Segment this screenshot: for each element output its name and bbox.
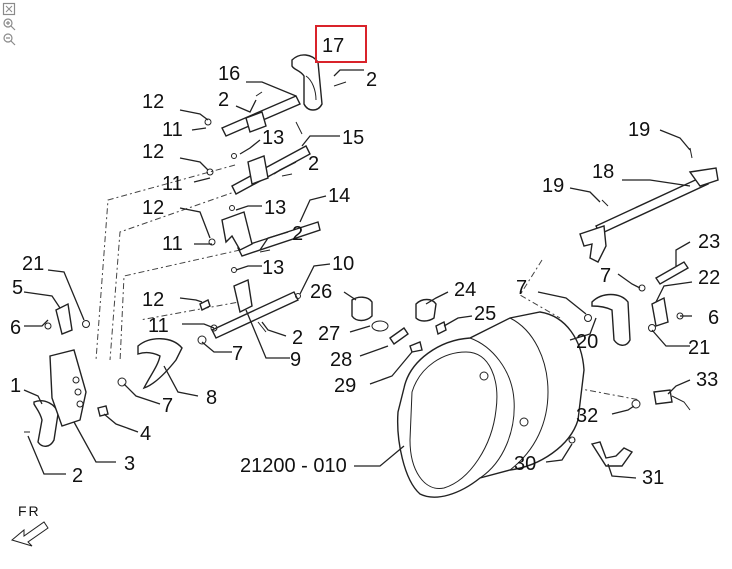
callout-5[interactable]: 5 <box>12 277 23 299</box>
callout-4[interactable]: 4 <box>140 423 151 445</box>
callout-16[interactable]: 16 <box>218 63 240 85</box>
callout-18[interactable]: 18 <box>592 161 614 183</box>
callout-11[interactable]: 11 <box>162 173 183 195</box>
callout-19[interactable]: 19 <box>542 175 564 197</box>
selector-bracket-10 <box>233 279 253 314</box>
callout-12[interactable]: 12 <box>142 197 164 219</box>
callout-9[interactable]: 9 <box>290 349 301 371</box>
transmission-housing-21200 <box>396 311 585 498</box>
callout-7[interactable]: 7 <box>516 277 527 299</box>
callout-labels[interactable]: 17 16 2 12 2 11 13 15 12 2 11 14 12 13 2… <box>10 35 720 489</box>
callout-29[interactable]: 29 <box>334 375 356 397</box>
callout-2[interactable]: 2 <box>292 327 303 349</box>
callout-12[interactable]: 12 <box>142 141 164 163</box>
callout-21[interactable]: 21 <box>22 253 44 275</box>
fit-page-icon[interactable] <box>2 2 16 16</box>
lever-22 <box>651 296 669 327</box>
callout-13[interactable]: 13 <box>262 127 284 149</box>
callout-13[interactable]: 13 <box>264 197 286 219</box>
callout-14[interactable]: 14 <box>328 185 350 207</box>
selected-part-highlight <box>315 25 367 63</box>
callout-33[interactable]: 33 <box>696 369 718 391</box>
callout-25[interactable]: 25 <box>474 303 496 325</box>
callout-11[interactable]: 11 <box>148 315 169 337</box>
callout-3[interactable]: 3 <box>124 453 135 475</box>
callout-23[interactable]: 23 <box>698 231 720 253</box>
callout-12[interactable]: 12 <box>142 91 164 113</box>
drawing-code: 21200 - 010 <box>240 455 347 477</box>
zoom-in-icon[interactable] <box>2 17 16 31</box>
callout-2[interactable]: 2 <box>72 465 83 487</box>
selector-bracket-15 <box>247 155 269 185</box>
callout-31[interactable]: 31 <box>642 467 664 489</box>
callout-2[interactable]: 2 <box>292 223 303 245</box>
direction-label: FR <box>18 503 41 519</box>
lever-5 <box>55 302 73 335</box>
shift-fork-17 <box>291 54 323 111</box>
callout-7[interactable]: 7 <box>232 343 243 365</box>
leader-lines <box>23 69 693 479</box>
callout-30[interactable]: 30 <box>514 453 536 475</box>
selector-bracket-16 <box>245 111 267 133</box>
shift-fork-1 <box>33 400 59 447</box>
callout-7[interactable]: 7 <box>600 265 611 287</box>
callout-15[interactable]: 15 <box>342 127 364 149</box>
shift-rod-18 <box>595 167 719 235</box>
callout-24[interactable]: 24 <box>454 279 476 301</box>
interlock-plate-3 <box>49 349 87 427</box>
selector-lever-18 <box>579 225 607 263</box>
callout-6[interactable]: 6 <box>10 317 21 339</box>
shift-rail-9 <box>211 291 299 339</box>
callout-22[interactable]: 22 <box>698 267 720 289</box>
fork-20 <box>591 293 631 346</box>
small-hardware <box>24 81 693 467</box>
callout-17[interactable]: 17 <box>322 35 344 57</box>
callout-2[interactable]: 2 <box>308 153 319 175</box>
shaft-23 <box>655 261 689 285</box>
callout-21[interactable]: 21 <box>688 337 710 359</box>
callout-11[interactable]: 11 <box>162 119 183 141</box>
shift-fork-8 <box>137 338 183 390</box>
callout-27[interactable]: 27 <box>318 323 340 345</box>
selector-bracket-14 <box>221 211 253 251</box>
zoom-toolbar <box>2 2 18 46</box>
callout-19[interactable]: 19 <box>628 119 650 141</box>
shift-rail-15 <box>231 145 311 195</box>
callout-8[interactable]: 8 <box>206 387 217 409</box>
callout-11[interactable]: 11 <box>162 233 183 255</box>
direction-arrow-icon <box>10 521 49 547</box>
callout-32[interactable]: 32 <box>576 405 598 427</box>
callout-28[interactable]: 28 <box>330 349 352 371</box>
callout-26[interactable]: 26 <box>310 281 332 303</box>
callout-12[interactable]: 12 <box>142 289 164 311</box>
callout-10[interactable]: 10 <box>332 253 354 275</box>
callout-7[interactable]: 7 <box>162 395 173 417</box>
callout-2[interactable]: 2 <box>218 89 229 111</box>
callout-20[interactable]: 20 <box>576 331 598 353</box>
callout-13[interactable]: 13 <box>262 257 284 279</box>
guide-lines <box>95 164 641 441</box>
front-direction-indicator: FR <box>10 503 49 547</box>
shift-rail-14 <box>237 221 321 257</box>
callout-1[interactable]: 1 <box>10 375 21 397</box>
callout-2[interactable]: 2 <box>366 69 377 91</box>
zoom-out-icon[interactable] <box>2 32 16 46</box>
callout-6[interactable]: 6 <box>708 307 719 329</box>
